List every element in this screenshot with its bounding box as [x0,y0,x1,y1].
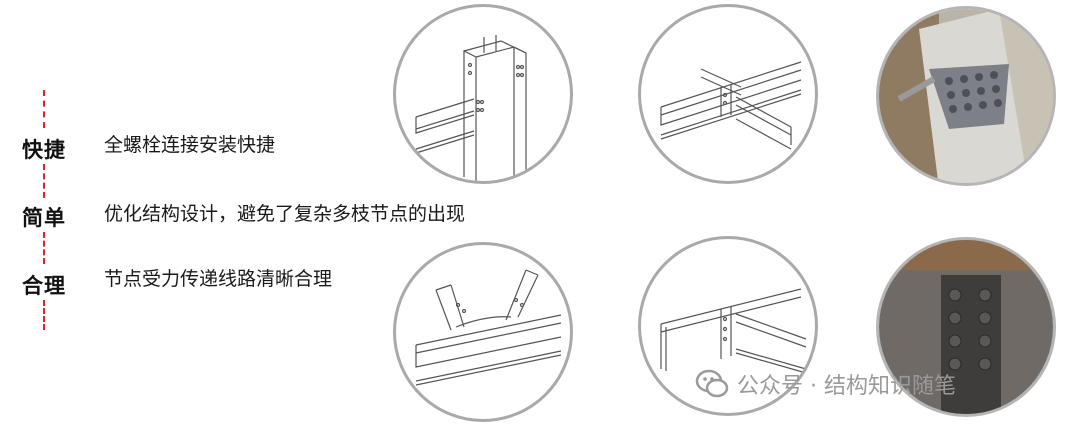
watermark: 公众号 · 结构知识随笔 [695,368,956,400]
diagram-inclined-brace-joint [393,242,573,422]
feature-text-1: 全螺栓连接安装快捷 [104,134,276,156]
watermark-text: 公众号 · 结构知识随笔 [737,374,956,399]
dashed-divider-4 [43,300,45,330]
feature-text-3: 节点受力传递线路清晰合理 [104,268,333,290]
photo-bolted-splice-plate [876,237,1056,417]
feature-keyword-2: 简单 [22,206,66,230]
feature-keyword-3: 合理 [22,274,66,298]
feature-keyword-1: 快捷 [22,138,66,162]
feature-text-2: 优化结构设计，避免了复杂多枝节点的出现 [104,203,466,225]
diagram-column-beam-joint [393,4,573,184]
dashed-divider-3 [43,232,45,264]
dashed-divider-1 [43,90,45,128]
photo-gusset-plate-joint [876,6,1056,186]
wechat-icon [695,369,729,398]
dashed-divider-2 [43,164,45,198]
diagram-cross-beam-joint [638,4,818,184]
